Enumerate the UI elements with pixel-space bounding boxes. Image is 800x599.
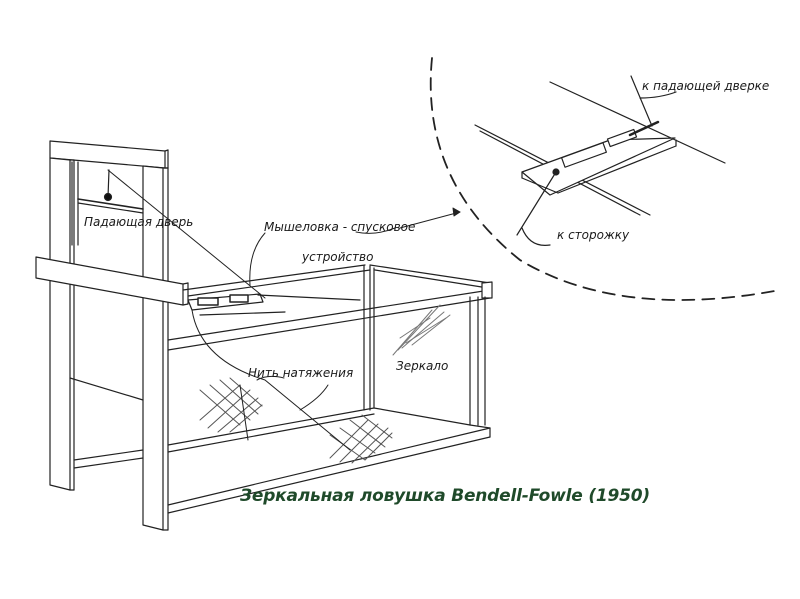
mirror (392, 304, 451, 356)
tension-string (107, 169, 461, 451)
box-frame (167, 264, 493, 514)
diagram-title: Зеркальная ловушка Bendell-Fowle (1950) (240, 486, 650, 506)
label-mirror: Зеркало (396, 359, 449, 373)
label-trap-trigger-2: устройство (302, 250, 374, 264)
label-to-drop-door: к падающей дверке (642, 79, 770, 93)
drop-door (69, 169, 144, 469)
label-drop-door: Падающая дверь (84, 215, 194, 229)
detail-inset (429, 57, 781, 301)
label-tension-string: Нить натяжения (248, 366, 354, 380)
label-to-trigger: к сторожку (557, 228, 630, 242)
label-trap-trigger: Мышеловка - спусковое (264, 220, 416, 234)
wire-mesh (199, 377, 393, 464)
drop-door-frame (49, 140, 169, 531)
mousetrap (187, 293, 361, 316)
horizontal-beam (35, 256, 189, 306)
